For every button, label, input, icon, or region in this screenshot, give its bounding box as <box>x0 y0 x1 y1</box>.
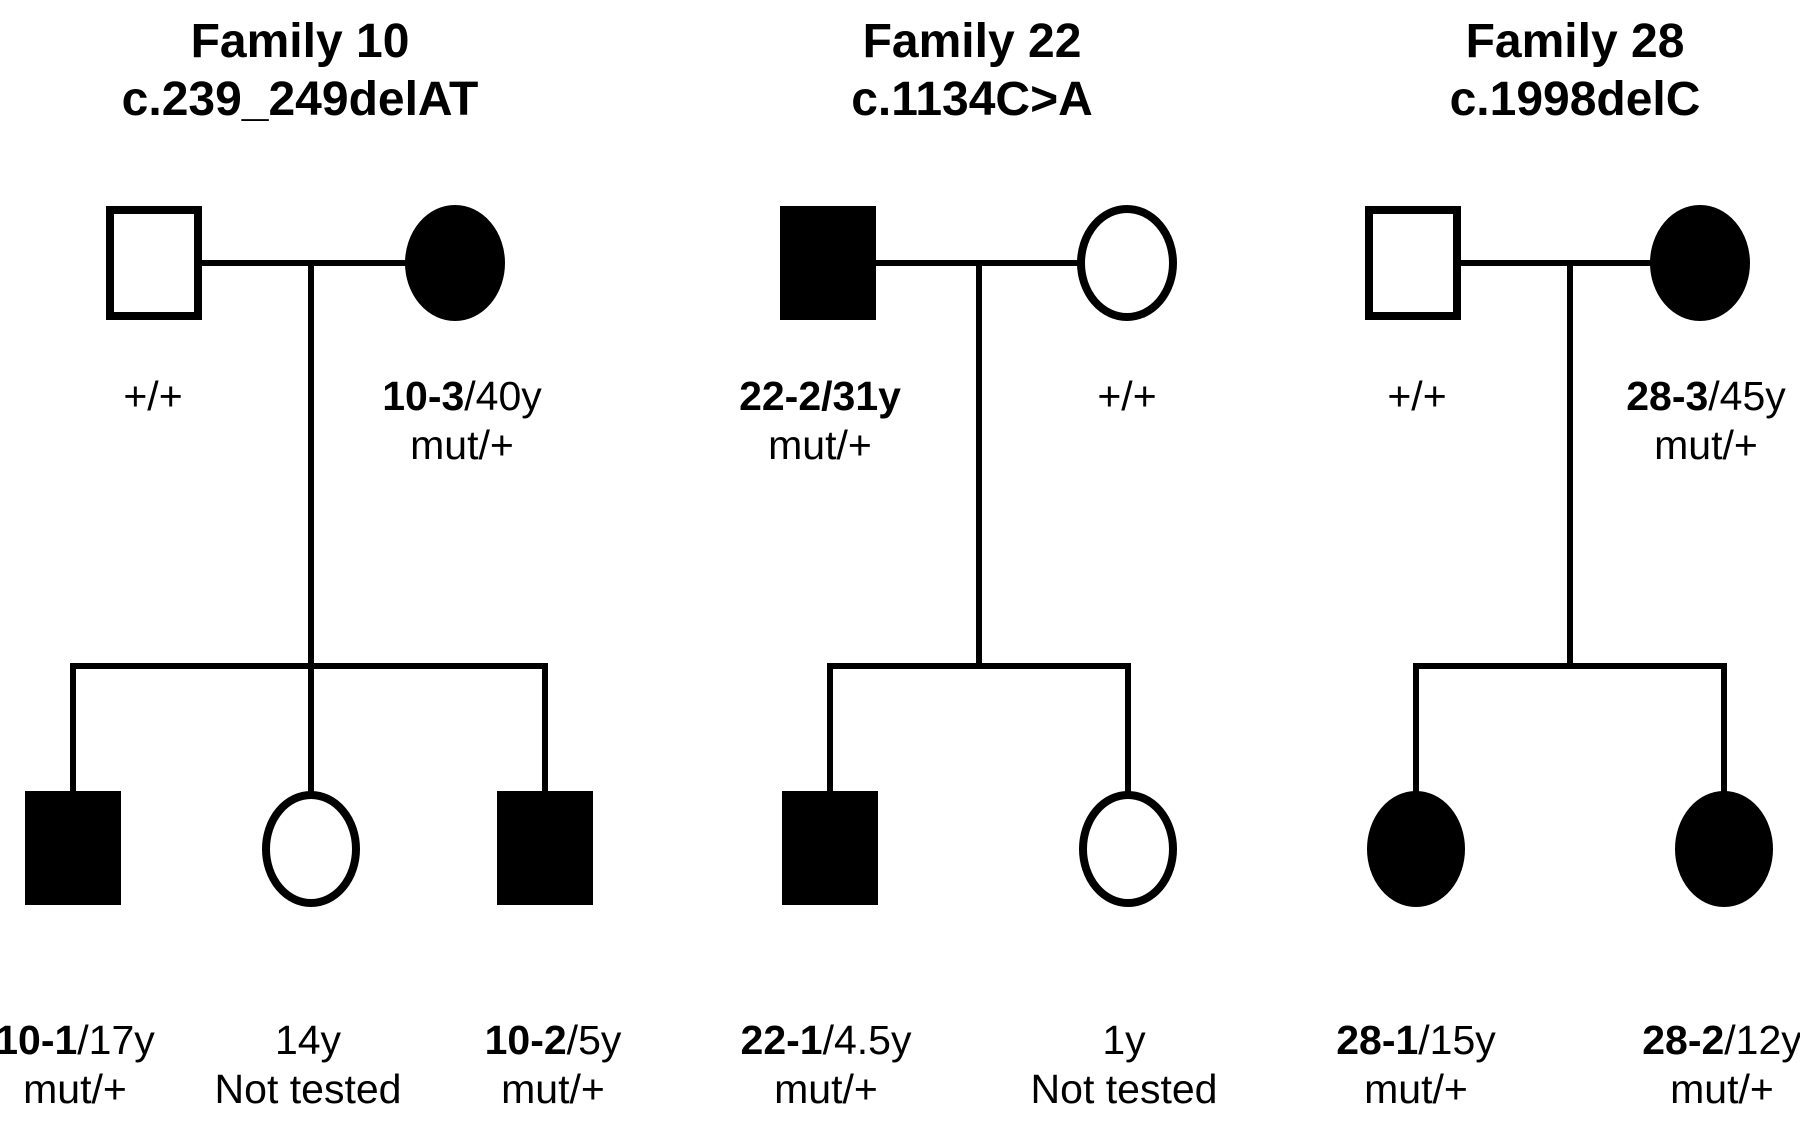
family-10-child2-shape <box>262 791 360 907</box>
family-10-title: Family 10 c.239_249delAT <box>122 13 479 129</box>
family-10-father-label: +/+ <box>123 373 183 419</box>
family-22-father-label: 22-2/31y mut/+ <box>739 373 901 468</box>
family-10-child1-shape <box>25 791 121 905</box>
family-28-pedigree <box>1365 205 1773 907</box>
family-22-child1-genotype: mut/+ <box>774 1066 878 1112</box>
family-22-father-genotype: mut/+ <box>768 422 872 468</box>
family-28-mother-label: 28-3/45y mut/+ <box>1626 373 1786 468</box>
family-10-child1-genotype: mut/+ <box>23 1066 127 1112</box>
family-10-mother-label: 10-3/40y mut/+ <box>382 373 542 468</box>
family-10-father-shape <box>106 206 202 320</box>
family-28-child1-label: 28-1/15y mut/+ <box>1336 1017 1496 1112</box>
family-28-child2-shape <box>1675 791 1773 907</box>
family-28-child2-genotype: mut/+ <box>1670 1066 1774 1112</box>
family-22-child1-shape <box>782 791 878 905</box>
family-22-child2-label: 1y Not tested <box>1030 1017 1218 1112</box>
family-10-title-mutation: c.239_249delAT <box>121 73 479 126</box>
family-10-mother-genotype: mut/+ <box>410 422 514 468</box>
family-22-mother-label: +/+ <box>1097 373 1157 419</box>
family-22-title-name: Family 22 <box>862 15 1082 68</box>
family-10-mother-shape <box>405 205 505 321</box>
family-28-father-label: +/+ <box>1387 373 1447 419</box>
family-10-child1-label: 10-1/17y mut/+ <box>0 1016 155 1114</box>
family-22-father-shape <box>780 206 876 320</box>
family-10-child3-label: 10-2/5y mut/+ <box>484 1017 622 1112</box>
family-28-child1-genotype: mut/+ <box>1364 1066 1468 1112</box>
family-10-child3-genotype: mut/+ <box>501 1066 605 1112</box>
family-10-child3-shape <box>497 791 593 905</box>
family-22-child1-label: 22-1/4.5y mut/+ <box>740 1017 912 1112</box>
family-10-child2-label: 14y Not tested <box>214 1017 402 1112</box>
family-22-child2-genotype: Not tested <box>1030 1066 1218 1112</box>
family-28-mother-shape <box>1650 205 1750 321</box>
family-22-title-mutation: c.1134C>A <box>851 73 1093 126</box>
family-22-mother-shape <box>1077 205 1177 321</box>
family-28-title: Family 28 c.1998delC <box>1450 13 1701 129</box>
family-10-child2-genotype: Not tested <box>214 1066 402 1112</box>
family-28-title-mutation: c.1998delC <box>1449 73 1701 126</box>
family-28-title-name: Family 28 <box>1465 15 1685 68</box>
family-28-mother-genotype: mut/+ <box>1654 422 1758 468</box>
family-10-pedigree <box>25 205 593 907</box>
family-28-child2-label: 28-2/12y mut/+ <box>1642 1017 1800 1112</box>
family-10-title-name: Family 10 <box>190 15 410 68</box>
family-28-child1-shape <box>1367 791 1465 907</box>
family-22-title: Family 22 c.1134C>A <box>851 13 1093 129</box>
family-28-father-shape <box>1365 206 1461 320</box>
family-22-child2-shape <box>1079 791 1177 907</box>
family-22-pedigree <box>780 205 1177 907</box>
